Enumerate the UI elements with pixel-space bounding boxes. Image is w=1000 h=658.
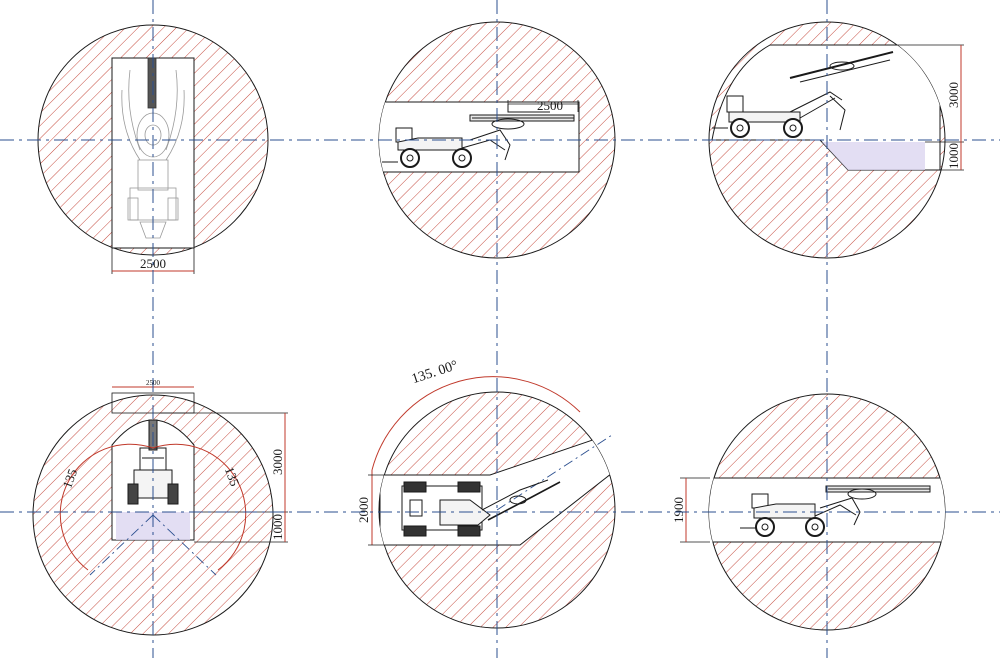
dimension-reach-view-side: 2500 xyxy=(507,98,579,113)
rig-side-view-icon xyxy=(382,104,575,168)
dim-label-2500-side: 2500 xyxy=(537,98,563,113)
view-front-swing-limit-right xyxy=(152,514,217,576)
rig-plan-view-icon xyxy=(401,479,561,537)
view-front-swing-arc xyxy=(59,443,247,571)
view-front: 135 135 2500 3000 1000 xyxy=(32,379,288,636)
view-plan-angled: 135. 00° 2000 xyxy=(356,358,616,629)
dim-label-3000-raised: 3000 xyxy=(946,82,961,108)
view-side-raised-cleared-floor xyxy=(822,142,925,170)
rig-raised-boom-icon xyxy=(712,51,894,138)
dim-label-2000: 2000 xyxy=(356,497,371,523)
dimension-heights-view-raised: 3000 1000 xyxy=(890,44,964,171)
dim-label-1000-front: 1000 xyxy=(270,514,285,540)
dim-label-1000-raised: 1000 xyxy=(946,143,961,169)
dim-label-1900: 1900 xyxy=(671,497,686,523)
dimension-width-view-plan: 2000 xyxy=(356,474,402,546)
angle-label-135-left: 135 xyxy=(59,467,80,490)
dim-label-3000-front: 3000 xyxy=(270,449,285,475)
angle-label-135-00: 135. 00° xyxy=(410,358,460,387)
view-plan-angled-swing-arc xyxy=(371,376,581,471)
rig-low-tunnel-icon xyxy=(740,485,931,537)
view-side-low: 1900 xyxy=(671,393,946,631)
view-front-swing-limit-left xyxy=(89,514,154,576)
angle-label-135-right: 135 xyxy=(222,465,243,488)
dimension-height-view-low: 1900 xyxy=(671,477,710,543)
view-plan-angled-boom-axis xyxy=(496,434,613,511)
